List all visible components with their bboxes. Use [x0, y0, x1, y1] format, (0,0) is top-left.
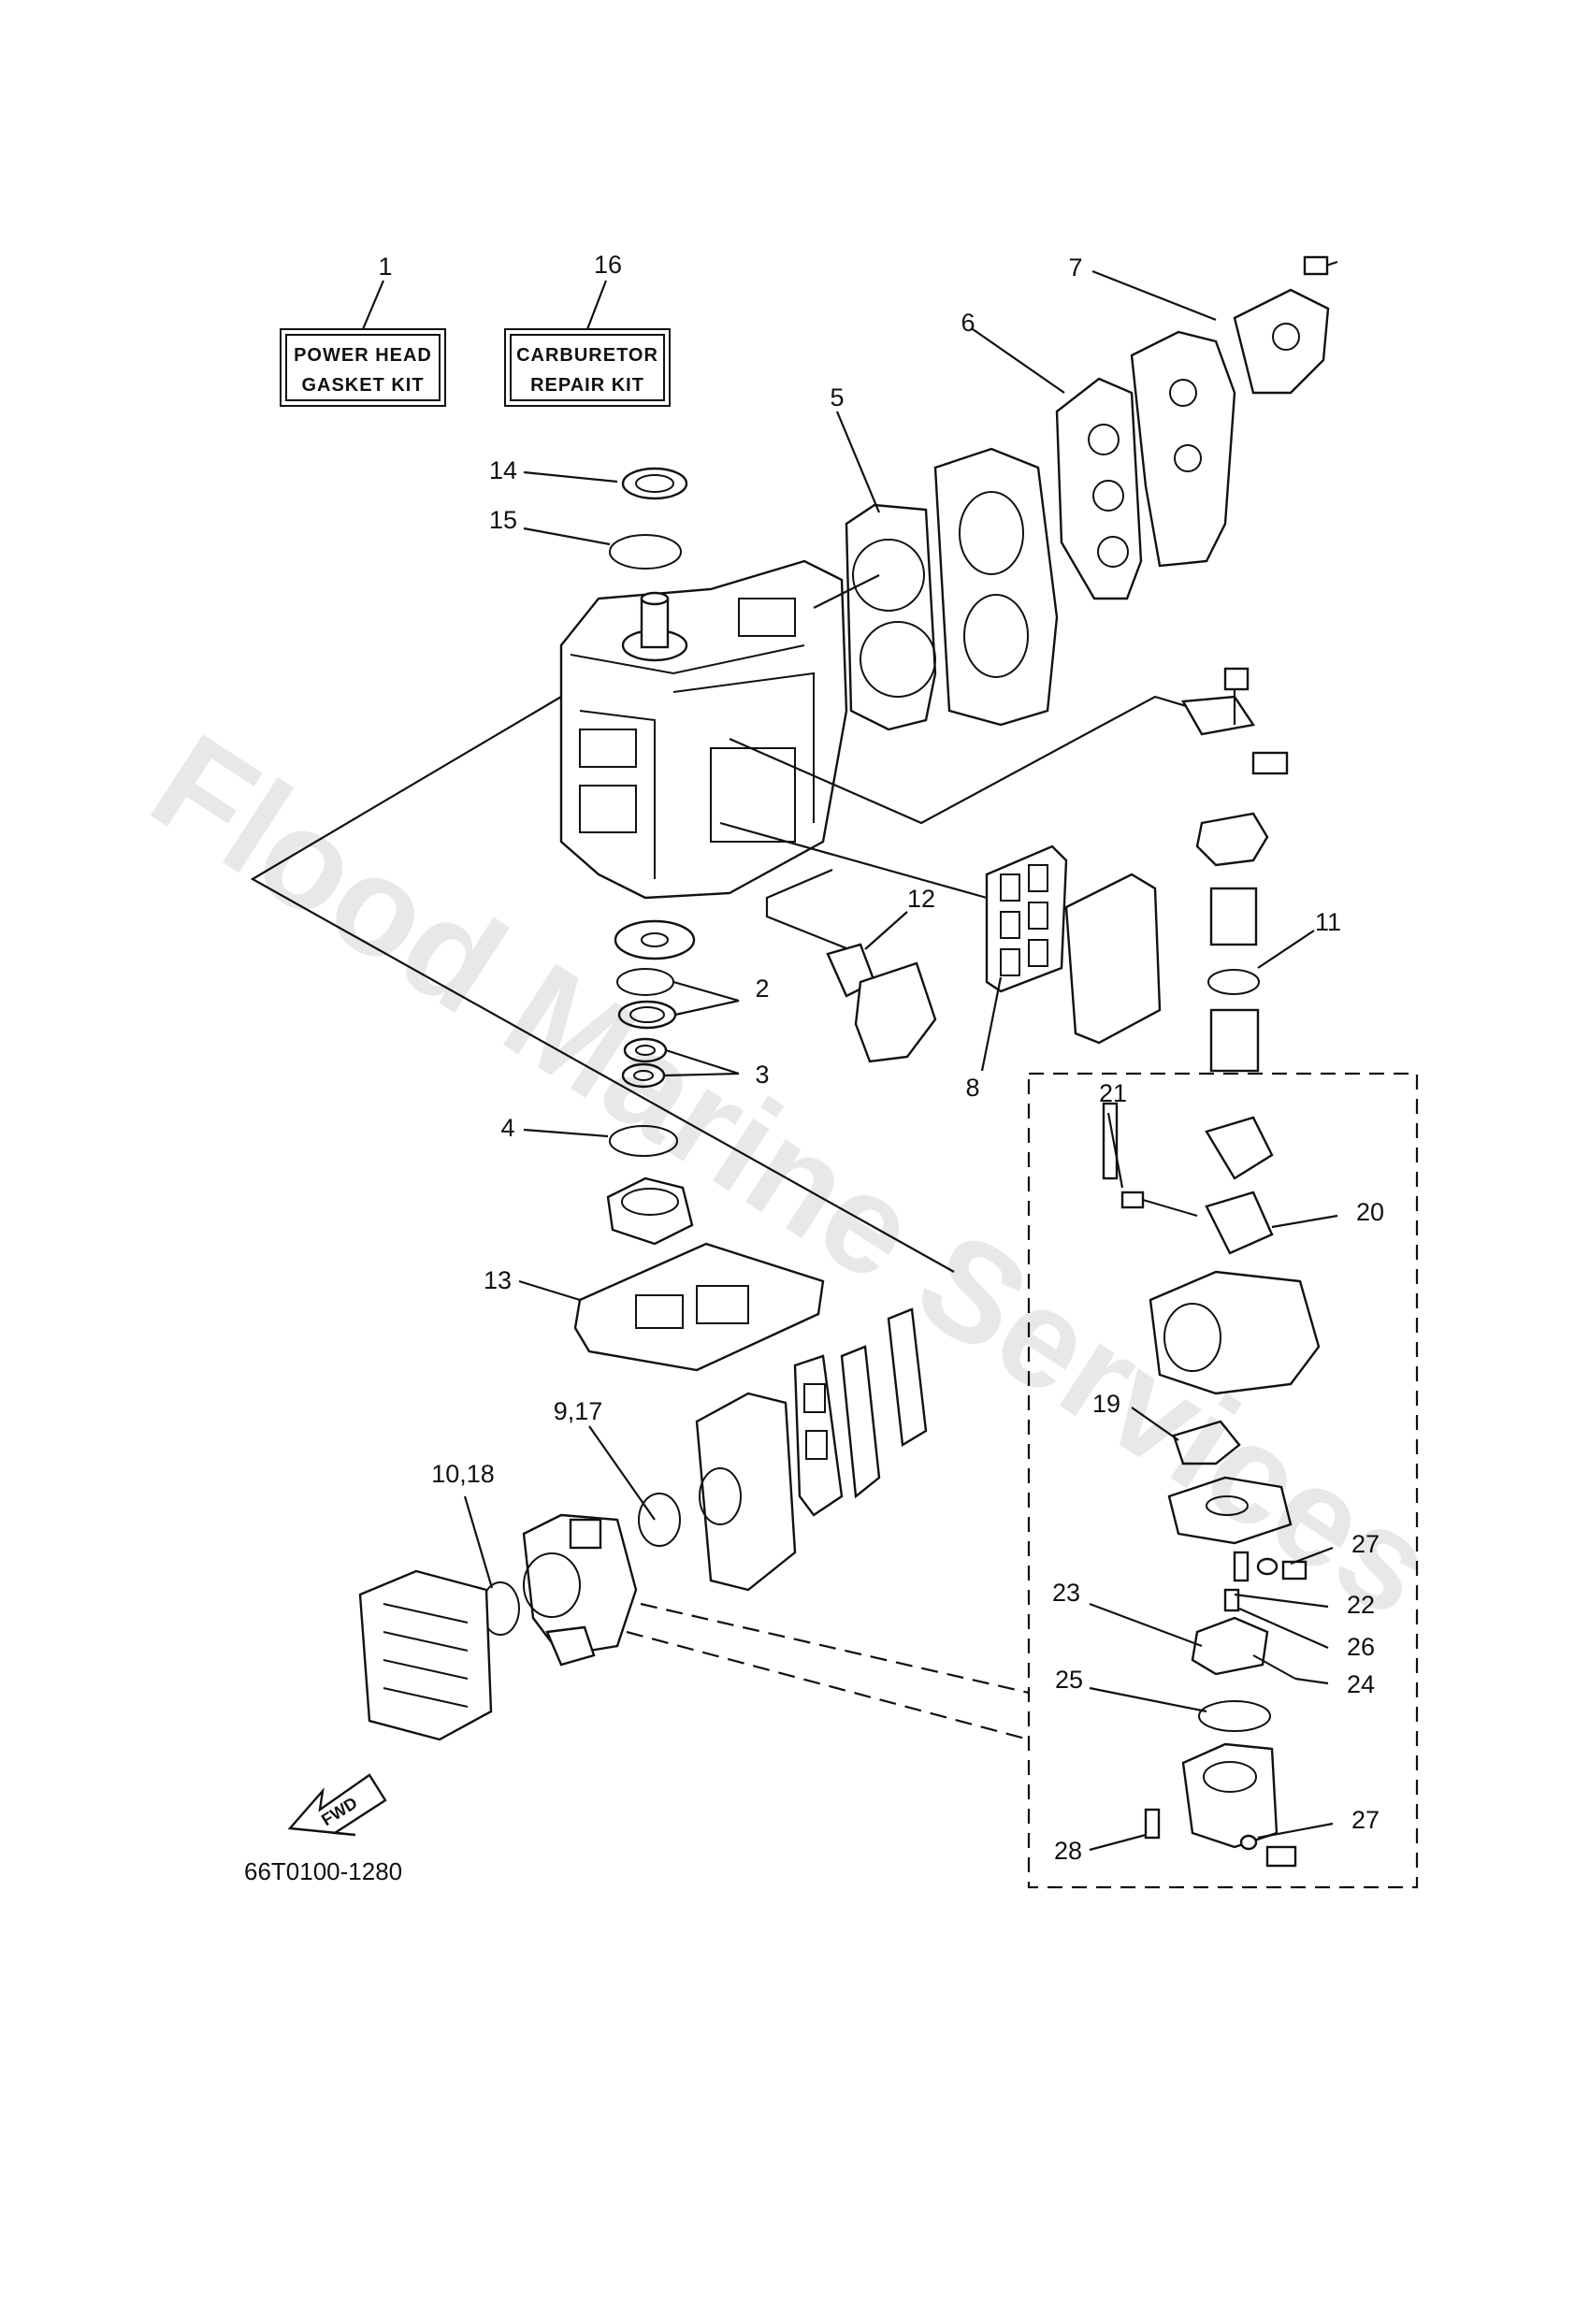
cylinder-head-gasket-5 — [845, 503, 937, 731]
callout-14: 14 — [489, 456, 517, 484]
callout-22: 22 — [1347, 1591, 1375, 1619]
callout-10-18: 10,18 — [431, 1460, 495, 1488]
crankcase-block — [559, 559, 848, 900]
callout-3: 3 — [755, 1061, 769, 1089]
callout-11: 11 — [1315, 908, 1341, 936]
callout-4: 4 — [500, 1114, 514, 1142]
callout-2: 2 — [755, 974, 769, 1003]
kit-label-line2: REPAIR KIT — [530, 375, 644, 396]
callout-9-17: 9,17 — [554, 1397, 603, 1425]
callout-24: 24 — [1347, 1670, 1375, 1698]
carburetor-repair-kit[interactable]: CARBURETOR REPAIR KIT — [504, 328, 671, 407]
exhaust-cover-gasket-8 — [985, 844, 1068, 993]
diagram-code: 66T0100-1280 — [244, 1857, 402, 1885]
kit-label-line1: POWER HEAD — [294, 345, 432, 366]
o-ring-9-17 — [638, 1493, 681, 1547]
callout-5: 5 — [830, 383, 844, 411]
callout-27-lower: 27 — [1351, 1806, 1380, 1834]
head-cover-7 — [1130, 255, 1338, 568]
callout-27-upper: 27 — [1351, 1530, 1380, 1558]
fwd-arrow-icon: FWD — [287, 1773, 387, 1837]
kit-label-line1: CARBURETOR — [516, 345, 658, 366]
callout-21: 21 — [1099, 1079, 1127, 1107]
o-ring-4 — [609, 1125, 678, 1157]
callout-26: 26 — [1347, 1633, 1375, 1661]
callout-13: 13 — [484, 1266, 512, 1294]
cylinder-head — [933, 447, 1059, 727]
callout-25: 25 — [1055, 1666, 1083, 1694]
callout-23: 23 — [1052, 1579, 1080, 1607]
carburetor-detail-box — [1027, 1072, 1419, 1889]
callout-20: 20 — [1356, 1198, 1384, 1226]
fuel-pump-parts — [1181, 667, 1289, 1073]
carburetor — [522, 1513, 638, 1667]
carburetor-detail-parts — [1102, 1102, 1321, 1868]
oil-seal-14 — [621, 467, 688, 500]
callout-15: 15 — [489, 506, 517, 534]
kit-label-line2: GASKET KIT — [301, 375, 424, 396]
base-gasket-13 — [573, 1242, 825, 1372]
callout-16: 16 — [594, 251, 622, 279]
callout-8: 8 — [965, 1074, 979, 1102]
air-silencer — [358, 1569, 493, 1741]
callout-19: 19 — [1092, 1390, 1120, 1418]
o-ring-15 — [609, 534, 682, 570]
callout-6: 6 — [961, 309, 975, 337]
intake-manifold — [695, 1307, 928, 1592]
callout-28: 28 — [1054, 1837, 1082, 1865]
callout-12: 12 — [907, 885, 935, 913]
oil-seal-housing — [606, 1176, 694, 1246]
callout-7: 7 — [1068, 253, 1082, 281]
callout-1: 1 — [378, 253, 392, 281]
power-head-gasket-kit[interactable]: POWER HEAD GASKET KIT — [280, 328, 446, 407]
lower-seals — [614, 919, 696, 1089]
fuel-pump-12 — [826, 943, 937, 1063]
exhaust-cover — [1064, 873, 1162, 1045]
head-cover-gasket-6 — [1055, 377, 1143, 600]
